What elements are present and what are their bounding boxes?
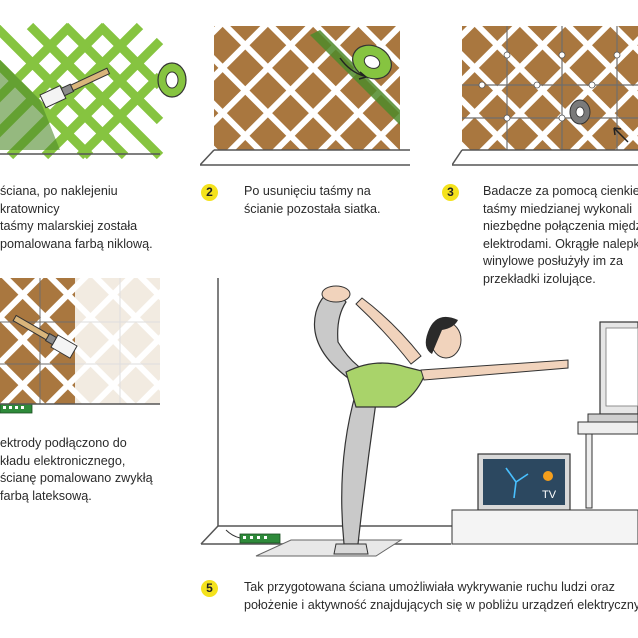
panel-4-illustration: [0, 272, 160, 422]
panel-2-illustration: [200, 0, 410, 175]
caption-line: Tak przygotowana ściana umożliwiała wykr…: [244, 580, 615, 594]
caption-line: Badacze za pomocą cienkiej: [483, 184, 638, 198]
caption-line: pomalowana farbą niklową.: [0, 236, 153, 251]
panel-3-illustration: [452, 0, 638, 175]
copper-tape-roll-icon: [569, 99, 591, 125]
laptop-icon: [467, 453, 581, 525]
caption-line: kratownicy: [0, 201, 60, 216]
caption-line: położenie i aktywność znajdujących się w…: [244, 597, 638, 612]
caption-line: ścianę pomalowano zwykłą: [0, 471, 153, 485]
caption-line: farbą lateksową.: [0, 488, 92, 503]
caption-line: przekładki izolujące.: [483, 271, 596, 286]
paint-brush-icon: [39, 67, 111, 109]
caption-line: winylowe posłużyły im za: [483, 254, 623, 268]
yoga-figure-icon: [313, 285, 569, 555]
step-5-number-badge: 5: [201, 580, 218, 597]
step-5-caption: Tak przygotowana ściana umożliwiała wykr…: [244, 579, 638, 614]
tv-monitor-icon: [577, 321, 638, 509]
tape-roll-icon: [157, 62, 187, 98]
panel-1-illustration: [0, 0, 205, 165]
panel-5-illustration: TV: [196, 272, 638, 582]
caption-line: Po usunięciu taśmy na: [244, 184, 371, 198]
caption-line: elektrodami. Okrągłe nalepk: [483, 236, 638, 251]
step-2-caption: Po usunięciu taśmy na ścianie pozostała …: [244, 183, 444, 218]
step-1-caption: ściana, po naklejeniu kratownicy taśmy m…: [0, 183, 200, 253]
caption-line: taśmy miedzianej wykonali: [483, 201, 633, 216]
caption-line: ektrody podłączono do: [0, 436, 127, 450]
laptop-tv-label: TV: [542, 489, 557, 501]
step-3-caption: Badacze za pomocą cienkiej taśmy miedzia…: [483, 183, 638, 288]
caption-line: ścianie pozostała siatka.: [244, 201, 381, 216]
caption-line: niezbędne połączenia międz: [483, 219, 638, 233]
caption-line: taśmy malarskiej została: [0, 219, 138, 233]
step-3-number-badge: 3: [442, 184, 459, 201]
circuit-board-icon: [239, 533, 281, 544]
paint-brush-icon: [12, 314, 78, 359]
caption-line: ściana, po naklejeniu: [0, 184, 118, 198]
circuit-board-icon: [0, 403, 33, 414]
step-4-caption: ektrody podłączono do kładu elektroniczn…: [0, 435, 190, 505]
caption-line: kładu elektronicznego,: [0, 453, 126, 468]
step-2-number-badge: 2: [201, 184, 218, 201]
